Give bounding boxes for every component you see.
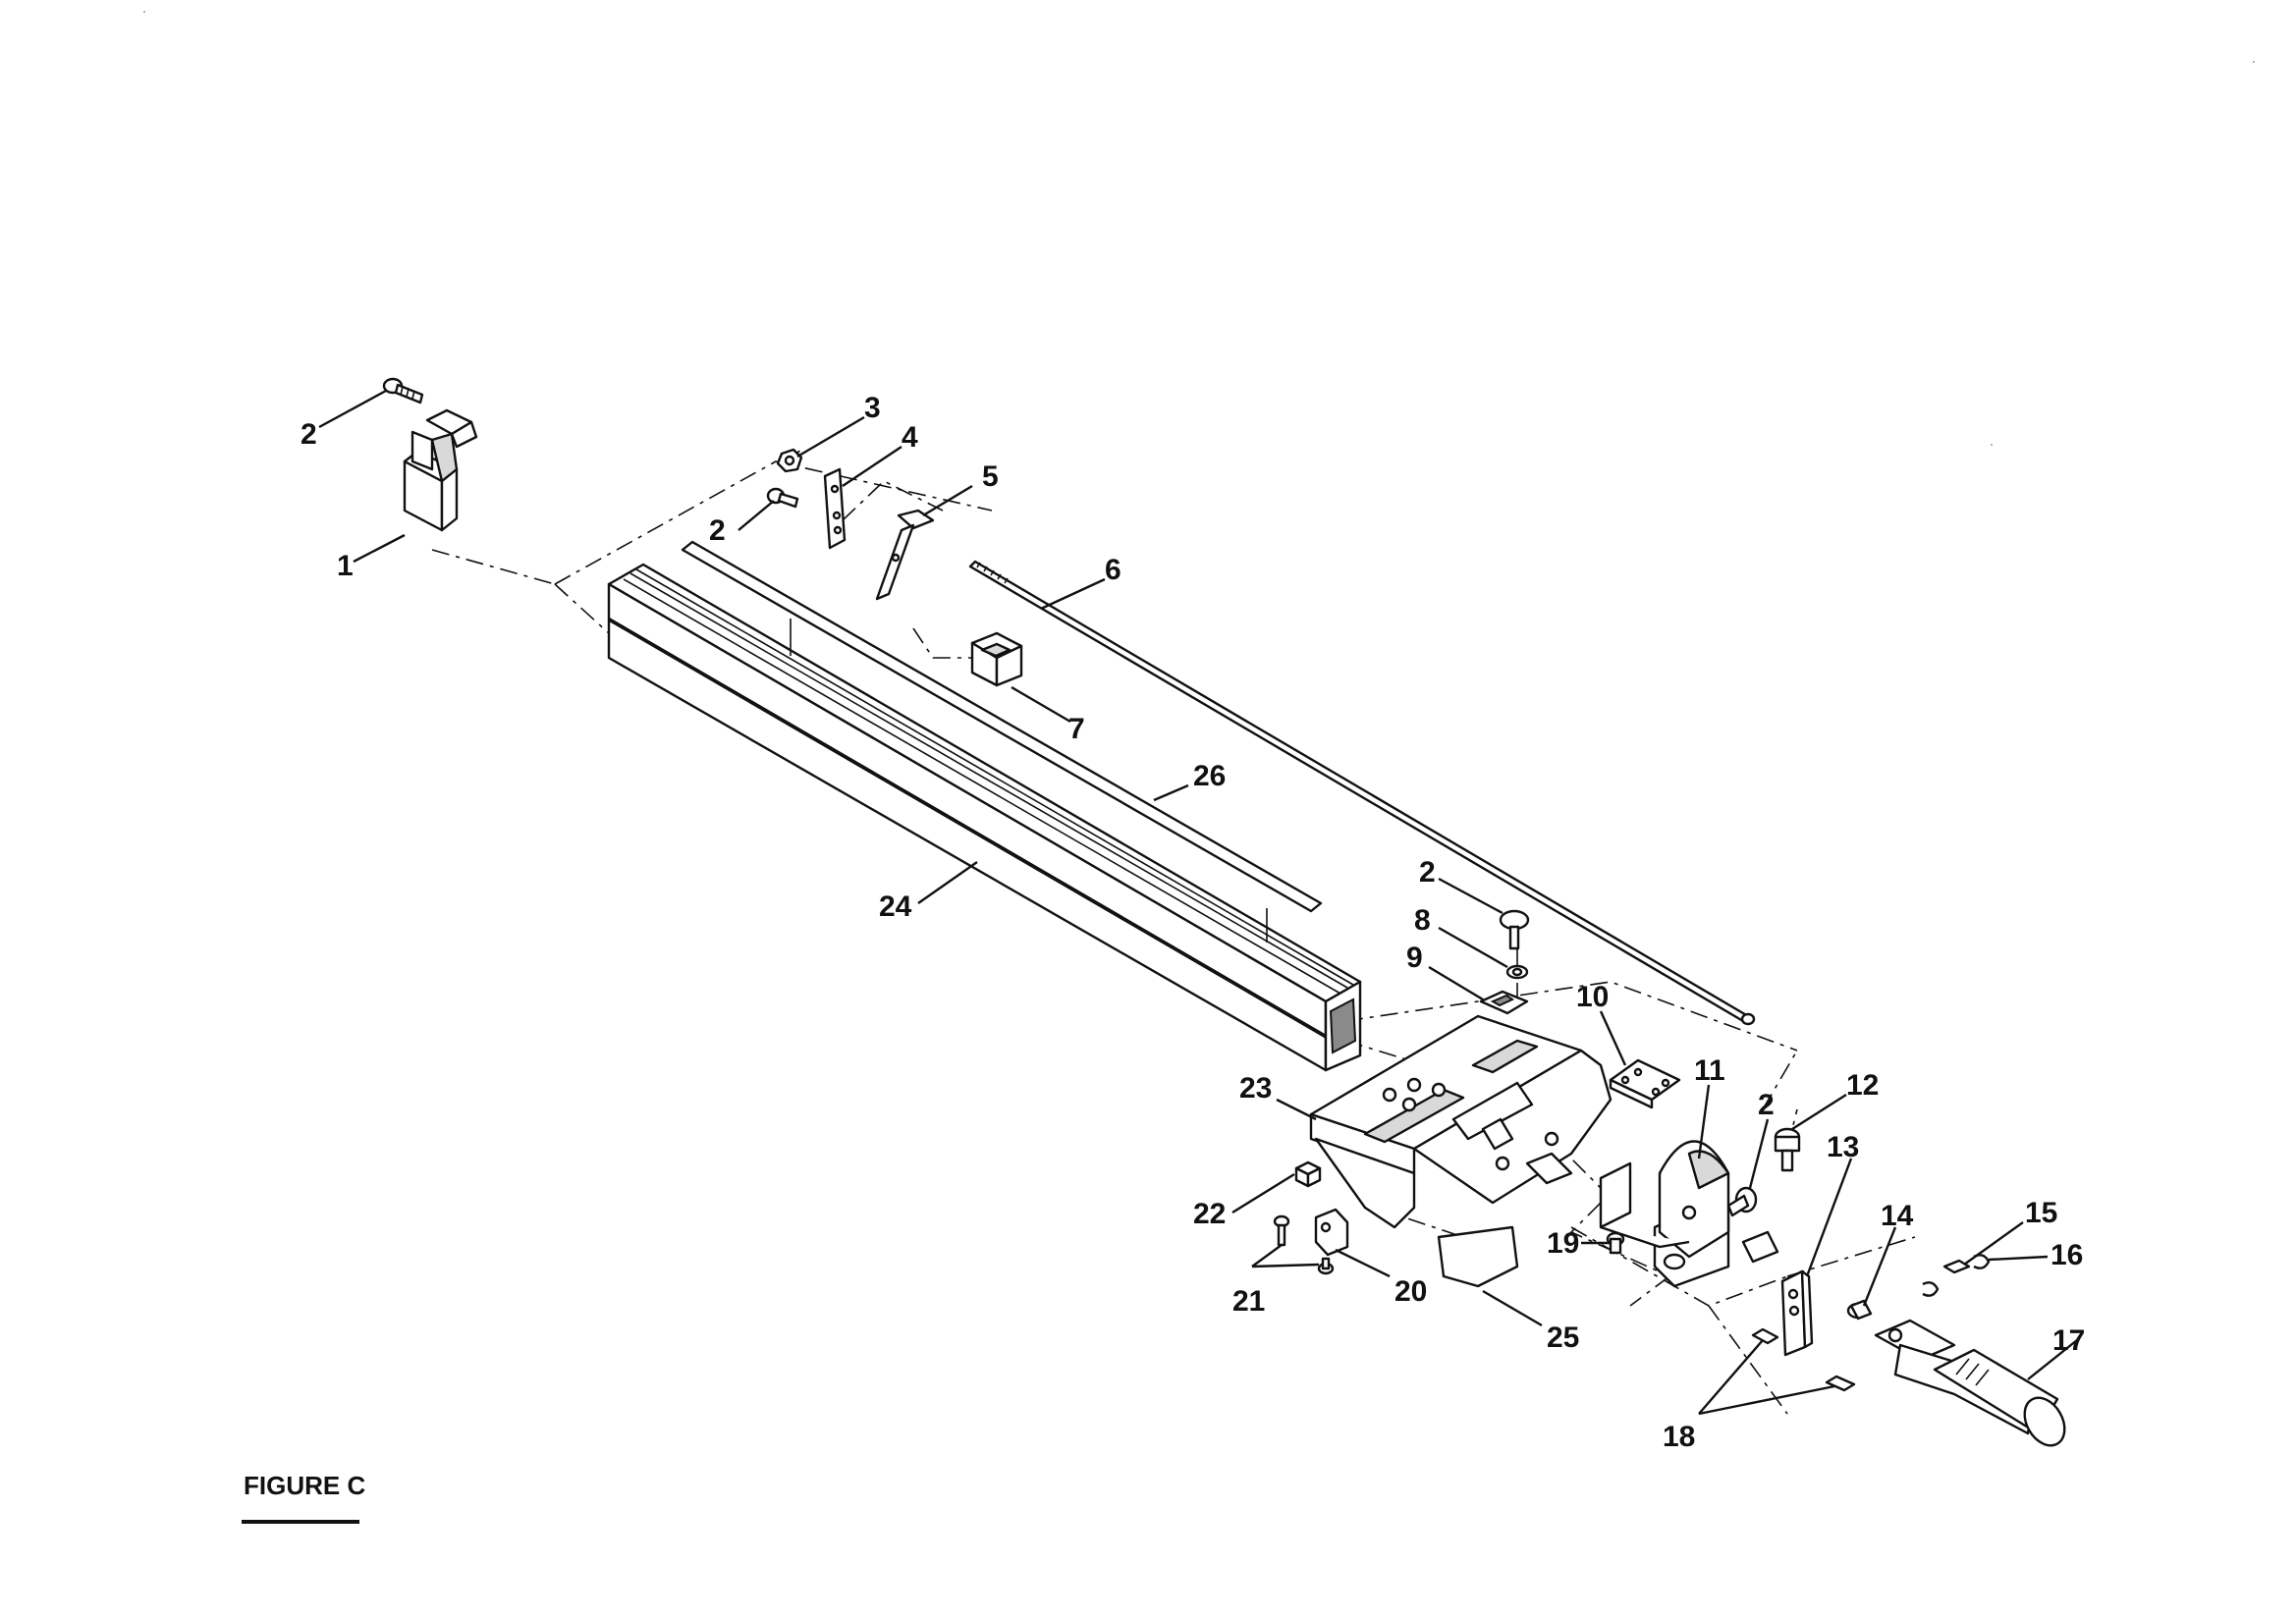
callout-25: 25 (1547, 1321, 1579, 1354)
screw-part (1726, 1186, 1758, 1217)
scan-speck (1991, 444, 1993, 446)
scan-speck (143, 11, 145, 13)
screw-part (1499, 909, 1530, 950)
set-screw-part (1606, 1231, 1625, 1255)
callout-11: 11 (1694, 1054, 1725, 1087)
bracket-plate-part (823, 467, 847, 550)
rear-clamp-part (403, 408, 478, 532)
callout-7: 7 (1068, 713, 1085, 745)
leader-lines (318, 389, 2078, 1416)
callout-23: 23 (1239, 1072, 1272, 1105)
callout-10: 10 (1576, 981, 1609, 1013)
callout-4: 4 (902, 421, 918, 454)
cap-screw-part (1774, 1127, 1801, 1172)
callout-15: 15 (2025, 1197, 2057, 1229)
bushing-part (1846, 1299, 1873, 1321)
carriage-body-part (1309, 1014, 1613, 1229)
screw-part (766, 487, 799, 509)
lever-part (1780, 1269, 1814, 1357)
figure-caption: FIGURE C (242, 1471, 365, 1524)
screw-pair-part (1273, 1214, 1335, 1275)
callout-21: 21 (1232, 1285, 1265, 1318)
callout-5: 5 (982, 460, 999, 493)
mounting-plate-part (1609, 1058, 1681, 1109)
callout-16: 16 (2050, 1239, 2083, 1271)
callout-9: 9 (1406, 942, 1423, 974)
indicator-clip-part (875, 509, 935, 601)
callout-22: 22 (1193, 1198, 1226, 1230)
callout-2: 2 (1419, 856, 1436, 889)
callout-20: 20 (1394, 1275, 1427, 1308)
handle-part (1874, 1319, 2066, 1447)
figure-caption-text: FIGURE C (244, 1471, 365, 1500)
callout-2: 2 (709, 514, 726, 547)
nut-part (776, 448, 803, 473)
small-block-part (1294, 1160, 1322, 1188)
callout-13: 13 (1827, 1131, 1859, 1163)
callout-14: 14 (1881, 1200, 1914, 1232)
callout-24: 24 (879, 890, 912, 923)
scale-strip-part (681, 540, 1323, 913)
screw-part (382, 377, 424, 404)
callout-numbers: 2 1 3 4 2 5 6 7 26 24 2 8 9 10 11 2 12 2… (301, 392, 2085, 1453)
callout-26: 26 (1193, 760, 1226, 792)
fence-rail-part (607, 563, 1362, 1072)
callout-1: 1 (337, 550, 354, 582)
rod-part (968, 560, 1756, 1026)
callout-6: 6 (1105, 554, 1121, 586)
callout-8: 8 (1414, 904, 1431, 937)
callout-2: 2 (301, 418, 317, 451)
clamp-pad-part (1314, 1208, 1349, 1257)
callout-17: 17 (2052, 1324, 2085, 1357)
spring-pin-part (1942, 1259, 1971, 1274)
callout-2: 2 (1758, 1089, 1775, 1121)
callout-19: 19 (1547, 1227, 1579, 1260)
scan-speck (2253, 61, 2255, 63)
washer-part (1505, 964, 1529, 980)
callout-18: 18 (1663, 1421, 1695, 1453)
guide-block-part (970, 631, 1023, 687)
callout-3: 3 (864, 392, 881, 424)
cam-housing-part (1599, 1140, 1779, 1288)
warning-label-part (1437, 1225, 1519, 1288)
callout-12: 12 (1846, 1069, 1879, 1102)
clip-part (1479, 990, 1529, 1015)
